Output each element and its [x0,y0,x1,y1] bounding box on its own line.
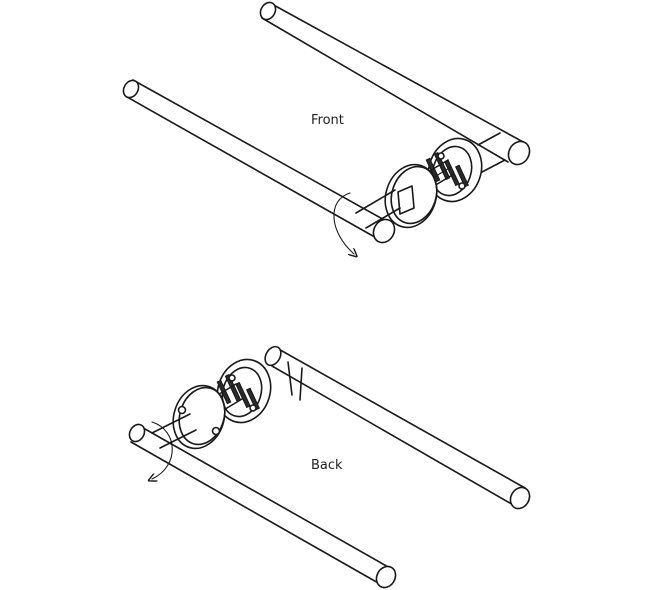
back-rotation-arrow [152,421,173,479]
back-rear-handle-bar [264,345,531,510]
front-near-handle-bar [122,79,401,244]
back-handle-assembly: Back [128,345,531,589]
back-rear-rose [216,358,272,424]
front-handle-assembly: Front [122,1,531,254]
front-rear-handle-bar [259,1,531,173]
front-front-rose [384,163,438,229]
back-near-handle-bar [128,413,397,589]
back-rose-screw-bottom [211,426,221,436]
back-label: Back [311,458,343,473]
front-rotation-arrow [333,192,354,254]
back-rose-screw-top [177,405,187,415]
back-front-rose [172,384,226,450]
front-label: Front [311,113,344,128]
